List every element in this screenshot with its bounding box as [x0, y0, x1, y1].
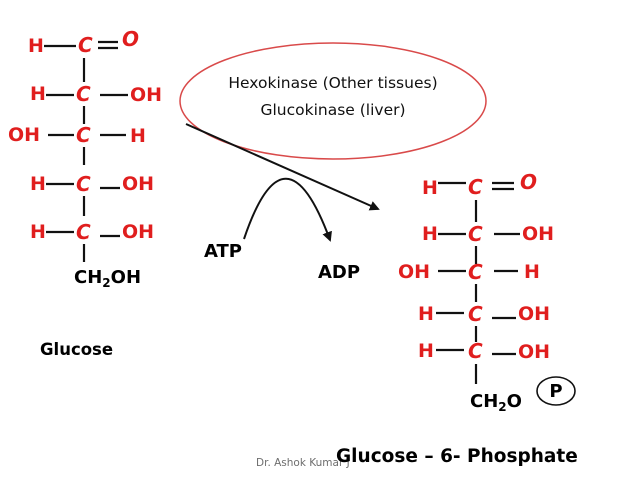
g6p-row3-c: C — [468, 260, 483, 284]
atp-label: ATP — [204, 241, 242, 262]
g6p-row1-c: C — [468, 175, 483, 199]
glucose-row2-right: OH — [130, 84, 162, 106]
g6p-row4-left: H — [418, 303, 434, 325]
g6p-row3-right: H — [524, 261, 540, 283]
glucose-structure: H C O H C OH OH C H H C OH H C OH — [8, 27, 162, 359]
g6p-row1-h: H — [422, 177, 438, 199]
g6p-caption: Glucose – 6- Phosphate — [336, 446, 578, 467]
g6p-row4-c: C — [468, 302, 483, 326]
glucose-row5-left: H — [30, 221, 46, 243]
g6p-row5-left: H — [418, 340, 434, 362]
glucose-row1-c: C — [78, 33, 93, 57]
g6p-row2-c: C — [468, 222, 483, 246]
glucose-caption: Glucose — [40, 340, 113, 359]
adp-label: ADP — [318, 262, 360, 283]
glucose-row2-c: C — [76, 82, 91, 106]
glucose-row1-o: O — [122, 27, 139, 51]
g6p-row4-right: OH — [518, 303, 550, 325]
enzyme-ellipse — [179, 42, 487, 160]
g6p-structure: H C O H C OH OH C H H C OH H C OH — [398, 170, 576, 414]
glucose-row5-right: OH — [122, 221, 154, 243]
glucose-row4-right: OH — [122, 173, 154, 195]
g6p-row5-c: C — [468, 339, 483, 363]
atp-adp-curved-arrow — [243, 177, 332, 242]
g6p-ch2o: CH2O — [470, 391, 522, 414]
g6p-row2-right: OH — [522, 223, 554, 245]
phosphate-label: P — [549, 381, 562, 402]
glucose-row2-left: H — [30, 83, 46, 105]
g6p-row2-left: H — [422, 223, 438, 245]
enzyme-label: Hexokinase (Other tissues) Glucokinase (… — [179, 42, 487, 160]
g6p-row3-left: OH — [398, 261, 430, 283]
enzyme-line1: Hexokinase (Other tissues) — [228, 74, 437, 92]
enzyme-line2: Glucokinase (liver) — [260, 101, 405, 119]
glucose-row4-left: H — [30, 173, 46, 195]
g6p-row1-o: O — [520, 170, 537, 194]
glucose-row3-left: OH — [8, 124, 40, 146]
g6p-row5-right: OH — [518, 341, 550, 363]
glucose-row4-c: C — [76, 172, 91, 196]
glucose-row5-c: C — [76, 220, 91, 244]
reaction-arrow — [185, 123, 380, 211]
glucose-row1-h: H — [28, 35, 44, 57]
phosphate-circle — [536, 376, 576, 406]
glucose-row3-right: H — [130, 125, 146, 147]
glucose-ch2oh: CH2OH — [74, 267, 141, 290]
footer-credit: Dr. Ashok Kumar J — [256, 457, 350, 469]
glucose-row3-c: C — [76, 123, 91, 147]
